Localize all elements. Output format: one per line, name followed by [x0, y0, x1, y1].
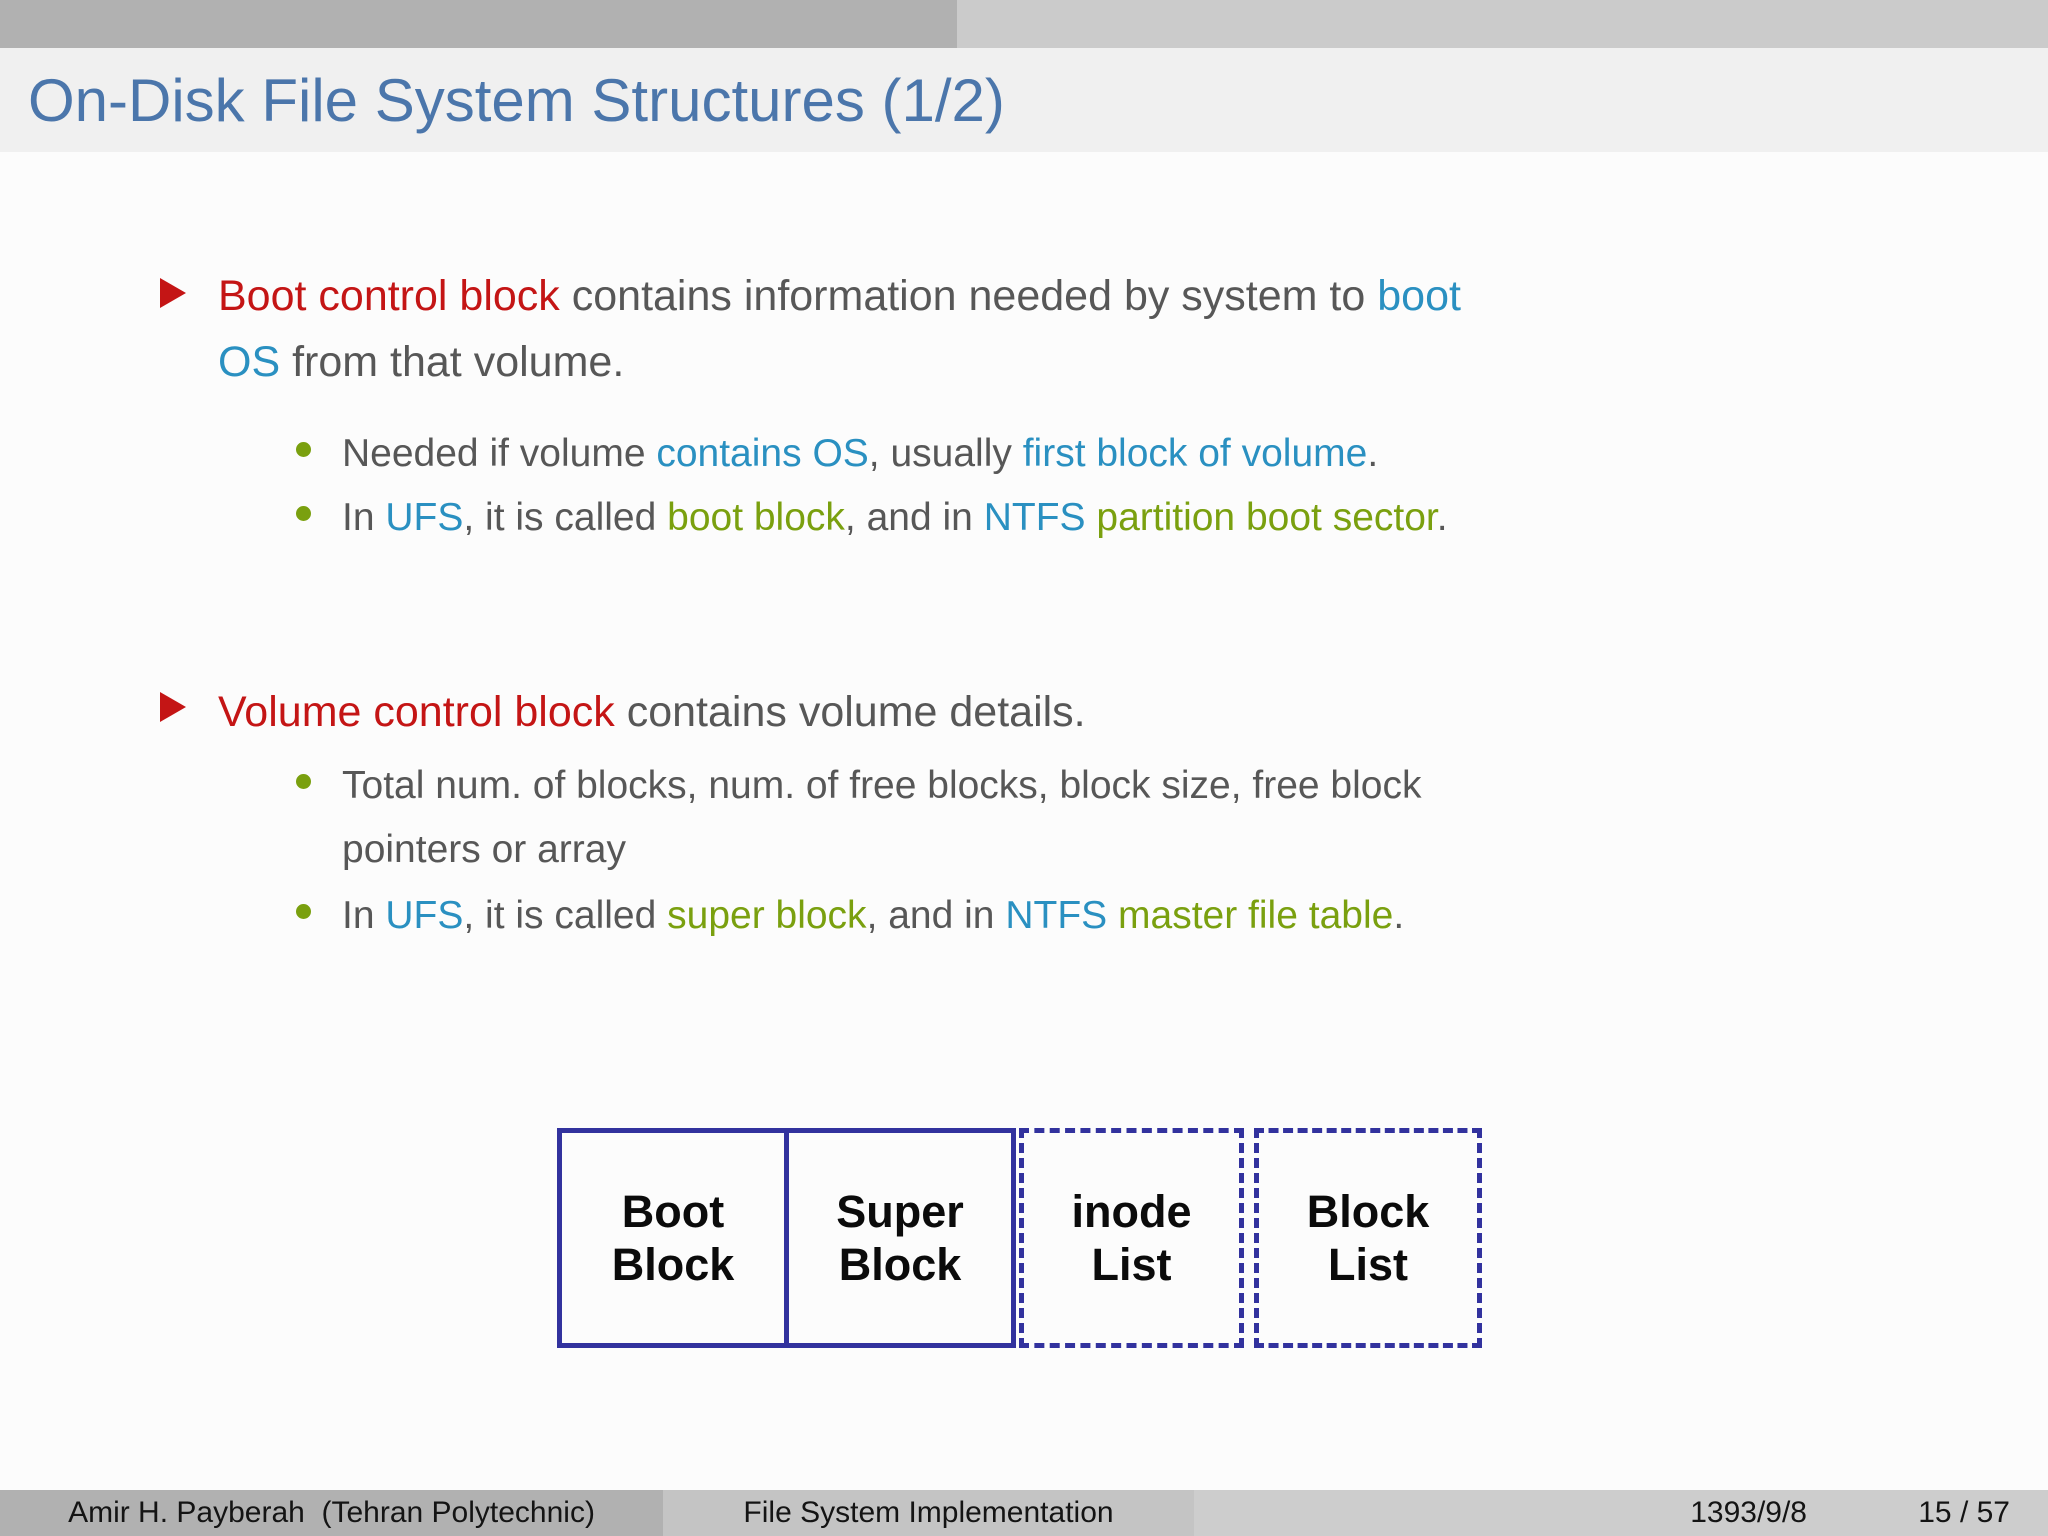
bullet1-line1: Boot control block contains information …	[218, 272, 1461, 320]
dot-bullet-icon	[296, 506, 311, 521]
diagram-cell-label: Block	[838, 1239, 962, 1290]
bullet1-line2: OS from that volume.	[218, 338, 625, 386]
diagram-cell-label: Boot	[621, 1186, 725, 1237]
footer-date: 1393/9/8	[1690, 1496, 1807, 1529]
bullet1-sub2: In UFS, it is called boot block, and in …	[342, 496, 1448, 539]
diagram-cell-label: List	[1091, 1239, 1172, 1290]
diagram-cell-label: Block	[611, 1239, 735, 1290]
dot-bullet-icon	[296, 774, 311, 789]
diagram-cell-label: Super	[836, 1186, 964, 1237]
disk-layout-diagram: Boot Block Super Block inode List Block …	[557, 1128, 1482, 1348]
bullet2-sub1-line2: pointers or array	[342, 828, 626, 871]
bullet2-line1: Volume control block contains volume det…	[218, 688, 1086, 736]
top-bar	[0, 0, 2048, 48]
dot-bullet-icon	[296, 904, 311, 919]
footer-date-segment: 1393/9/8 15 / 57	[1194, 1490, 2048, 1536]
footer-author-segment: Amir H. Payberah (Tehran Polytechnic)	[0, 1490, 663, 1536]
footer-page-number: 15 / 57	[1918, 1496, 2010, 1529]
diagram-cell-label: Block	[1306, 1186, 1430, 1237]
triangle-bullet-icon	[160, 692, 186, 722]
bullet1-sub1: Needed if volume contains OS, usually fi…	[342, 432, 1379, 475]
footer-title: File System Implementation	[743, 1496, 1114, 1529]
diagram-cell-label: inode	[1071, 1186, 1192, 1237]
top-bar-left-segment	[0, 0, 957, 48]
diagram-cell-boot-block: Boot Block	[557, 1128, 789, 1348]
top-bar-right-segment	[957, 0, 2048, 48]
bullet2-sub2: In UFS, it is called super block, and in…	[342, 894, 1405, 937]
frame-title-band: On-Disk File System Structures (1/2)	[0, 48, 2048, 152]
dot-bullet-icon	[296, 442, 311, 457]
triangle-bullet-icon	[160, 278, 186, 308]
diagram-cell-inode-list: inode List	[1019, 1128, 1244, 1348]
diagram-cell-label: List	[1327, 1239, 1408, 1290]
diagram-cell-block-list: Block List	[1254, 1128, 1482, 1348]
footer-bar: Amir H. Payberah (Tehran Polytechnic) Fi…	[0, 1490, 2048, 1536]
footer-title-segment: File System Implementation	[663, 1490, 1194, 1536]
frame-title: On-Disk File System Structures (1/2)	[28, 66, 1005, 134]
diagram-cell-super-block: Super Block	[784, 1128, 1016, 1348]
bullet2-sub1-line1: Total num. of blocks, num. of free block…	[342, 764, 1422, 807]
footer-author: Amir H. Payberah (Tehran Polytechnic)	[68, 1496, 595, 1529]
